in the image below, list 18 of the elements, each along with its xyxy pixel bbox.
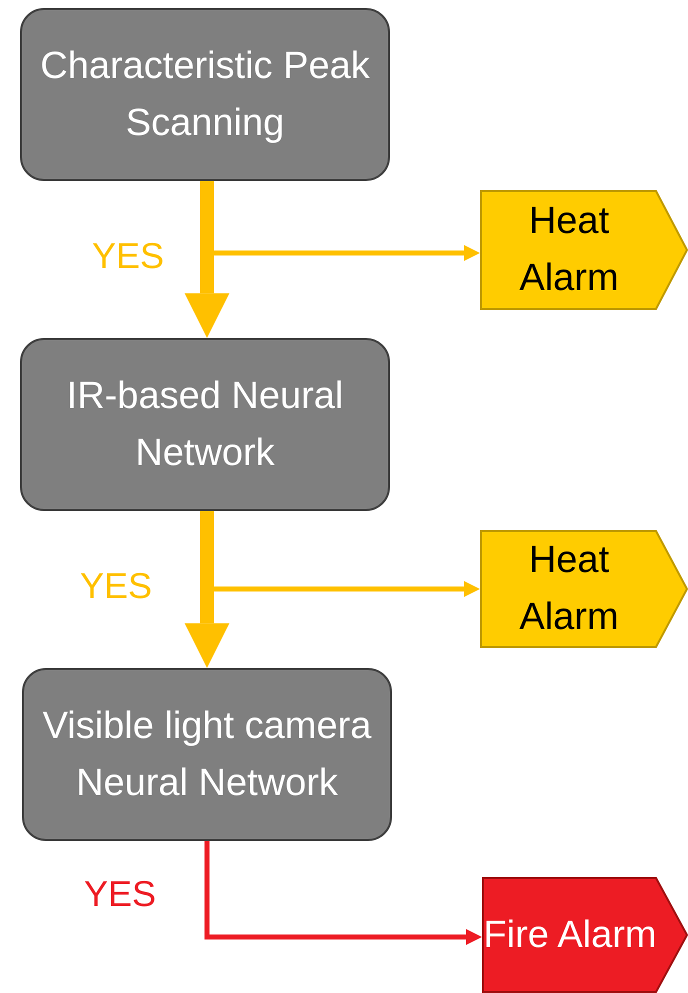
node-label: Characteristic Peak Scanning [39,44,371,146]
process-box [22,668,392,841]
arrow [204,841,482,945]
arrow [184,181,230,338]
node-label: Fire Alarm [483,912,657,958]
alarm-tag [480,530,688,648]
alarm-tag [480,190,688,310]
edge-label: YES [84,876,156,912]
alarm-tag [482,877,688,993]
edge-label: YES [80,568,152,604]
node-label: Visible light camera Neural Network [42,704,372,806]
process-box [20,338,390,511]
edge-label: YES [92,238,164,274]
node-label: Heat Alarm [518,199,620,301]
node-label: Heat Alarm [518,538,620,640]
node-label: IR-based Neural Network [66,374,344,476]
arrow [184,511,230,668]
process-box [20,8,390,181]
